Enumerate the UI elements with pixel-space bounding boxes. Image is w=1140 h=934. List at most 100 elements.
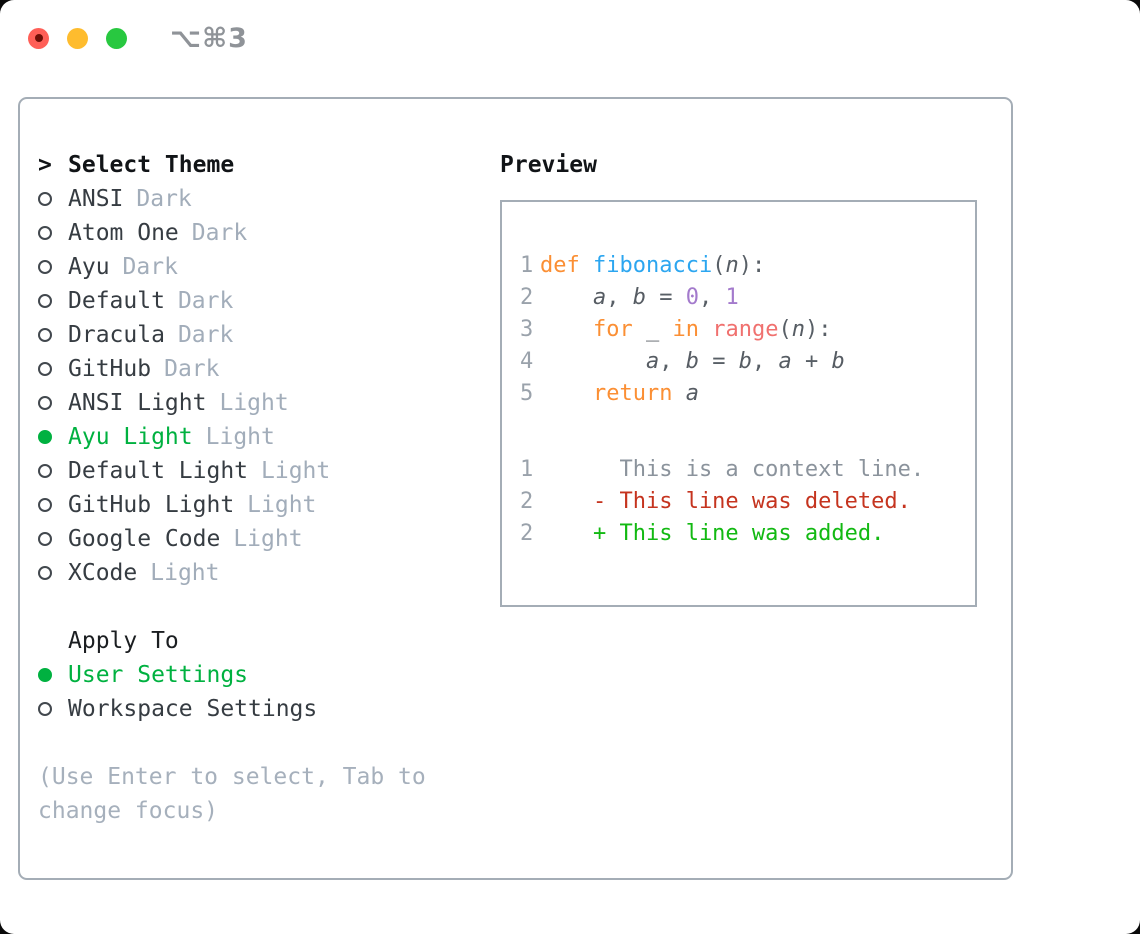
preview-spacer <box>520 410 975 454</box>
code-token-keyword: for <box>592 317 633 342</box>
code-token-keyword: return <box>592 381 673 406</box>
radio-unselected-icon <box>38 532 52 546</box>
theme-variant: Light <box>150 560 220 586</box>
code-token-plain: ( <box>712 253 726 278</box>
apply-to-label: Apply To <box>68 628 179 654</box>
apply-option-label: User Settings <box>68 662 249 688</box>
code-line: 4 a, b = b, a + b <box>520 346 975 378</box>
code-line: 3 for _ in range(n): <box>520 314 975 346</box>
code-token-plain: , <box>606 285 633 310</box>
code-line: 2 a, b = 0, 1 <box>520 282 975 314</box>
code-token-variable: b <box>632 285 646 310</box>
window-titlebar: ⌥⌘3 <box>0 0 1140 76</box>
traffic-light-minimize-button[interactable] <box>67 27 88 49</box>
code-token-plain: _ <box>632 317 673 342</box>
diff-text: This is a context line. <box>540 457 925 482</box>
code-token-plain: , <box>698 285 726 310</box>
apply-option-label: Workspace Settings <box>68 696 318 722</box>
line-number: 2 <box>520 489 534 514</box>
code-token-keyword: in <box>672 317 699 342</box>
code-token-plain: ): <box>738 253 766 278</box>
theme-variant: Dark <box>122 254 178 280</box>
theme-variant: Dark <box>177 288 234 314</box>
apply-to-option[interactable]: User Settings <box>38 658 488 692</box>
theme-variant: Light <box>219 390 289 416</box>
theme-variant: Dark <box>164 356 220 382</box>
radio-unselected-icon <box>38 226 52 240</box>
radio-unselected-icon <box>38 362 52 376</box>
theme-name: Dracula <box>68 322 165 348</box>
code-token-plain <box>699 317 712 342</box>
code-token-number: 1 <box>725 285 739 310</box>
code-token-plain: = <box>645 285 686 310</box>
code-token-variable: a <box>592 285 607 310</box>
radio-unselected-icon <box>38 702 52 716</box>
radio-selected-icon <box>38 668 52 682</box>
code-token-variable: b <box>738 349 752 374</box>
code-token-variable: a <box>778 349 792 374</box>
code-token-variable: b <box>831 349 845 374</box>
radio-selected-icon <box>38 430 52 444</box>
theme-name: Google Code <box>68 526 221 552</box>
select-theme-label: Select Theme <box>68 152 235 178</box>
code-token-plain <box>540 381 593 406</box>
theme-list-item[interactable]: ANSI Light Light <box>38 386 488 420</box>
diff-line-added: 2 + This line was added. <box>520 518 975 550</box>
theme-name: GitHub <box>68 356 152 382</box>
radio-unselected-icon <box>38 566 52 580</box>
line-number: 1 <box>520 457 534 482</box>
traffic-lights <box>28 27 127 49</box>
theme-variant: Light <box>233 526 303 552</box>
unsaved-indicator-icon <box>34 34 43 42</box>
code-token-variable: n <box>791 317 805 342</box>
traffic-light-close-button[interactable] <box>28 27 49 49</box>
traffic-light-zoom-button[interactable] <box>106 27 127 49</box>
code-line: 5 return a <box>520 378 975 410</box>
radio-unselected-icon <box>38 328 52 342</box>
window-title: ⌥⌘3 <box>170 22 248 54</box>
select-theme-header: > Select Theme <box>38 148 488 182</box>
theme-list-item[interactable]: Google Code Light <box>38 522 488 556</box>
apply-to-option[interactable]: Workspace Settings <box>38 692 488 726</box>
theme-list-item[interactable]: GitHub Dark <box>38 352 488 386</box>
theme-list-item[interactable]: Default Dark <box>38 284 488 318</box>
theme-name: Default <box>68 288 165 314</box>
code-token-number: 0 <box>685 285 699 310</box>
theme-name: XCode <box>68 560 138 586</box>
code-token-variable: a <box>685 381 699 406</box>
code-token-plain: ( <box>778 317 792 342</box>
theme-list-item[interactable]: Ayu Dark <box>38 250 488 284</box>
code-token-variable: n <box>725 253 739 278</box>
theme-name: Ayu Light <box>68 424 193 450</box>
theme-name: Default Light <box>68 458 249 484</box>
code-token-keyword: def <box>540 253 593 278</box>
code-token-builtin: range <box>712 317 779 342</box>
theme-name: Ayu <box>68 254 110 280</box>
apply-to-header: Apply To <box>38 624 488 658</box>
diff-line-deleted: 2 - This line was deleted. <box>520 486 975 518</box>
theme-name: Atom One <box>68 220 179 246</box>
code-token-plain <box>672 381 685 406</box>
theme-variant: Light <box>247 492 317 518</box>
theme-name: ANSI Light <box>68 390 207 416</box>
diff-line-context: 1 This is a context line. <box>520 454 975 486</box>
radio-unselected-icon <box>38 260 52 274</box>
code-token-plain: , <box>659 349 686 374</box>
code-token-function: fibonacci <box>592 253 713 278</box>
theme-variant: Dark <box>136 186 192 212</box>
theme-list-item[interactable]: XCode Light <box>38 556 488 590</box>
